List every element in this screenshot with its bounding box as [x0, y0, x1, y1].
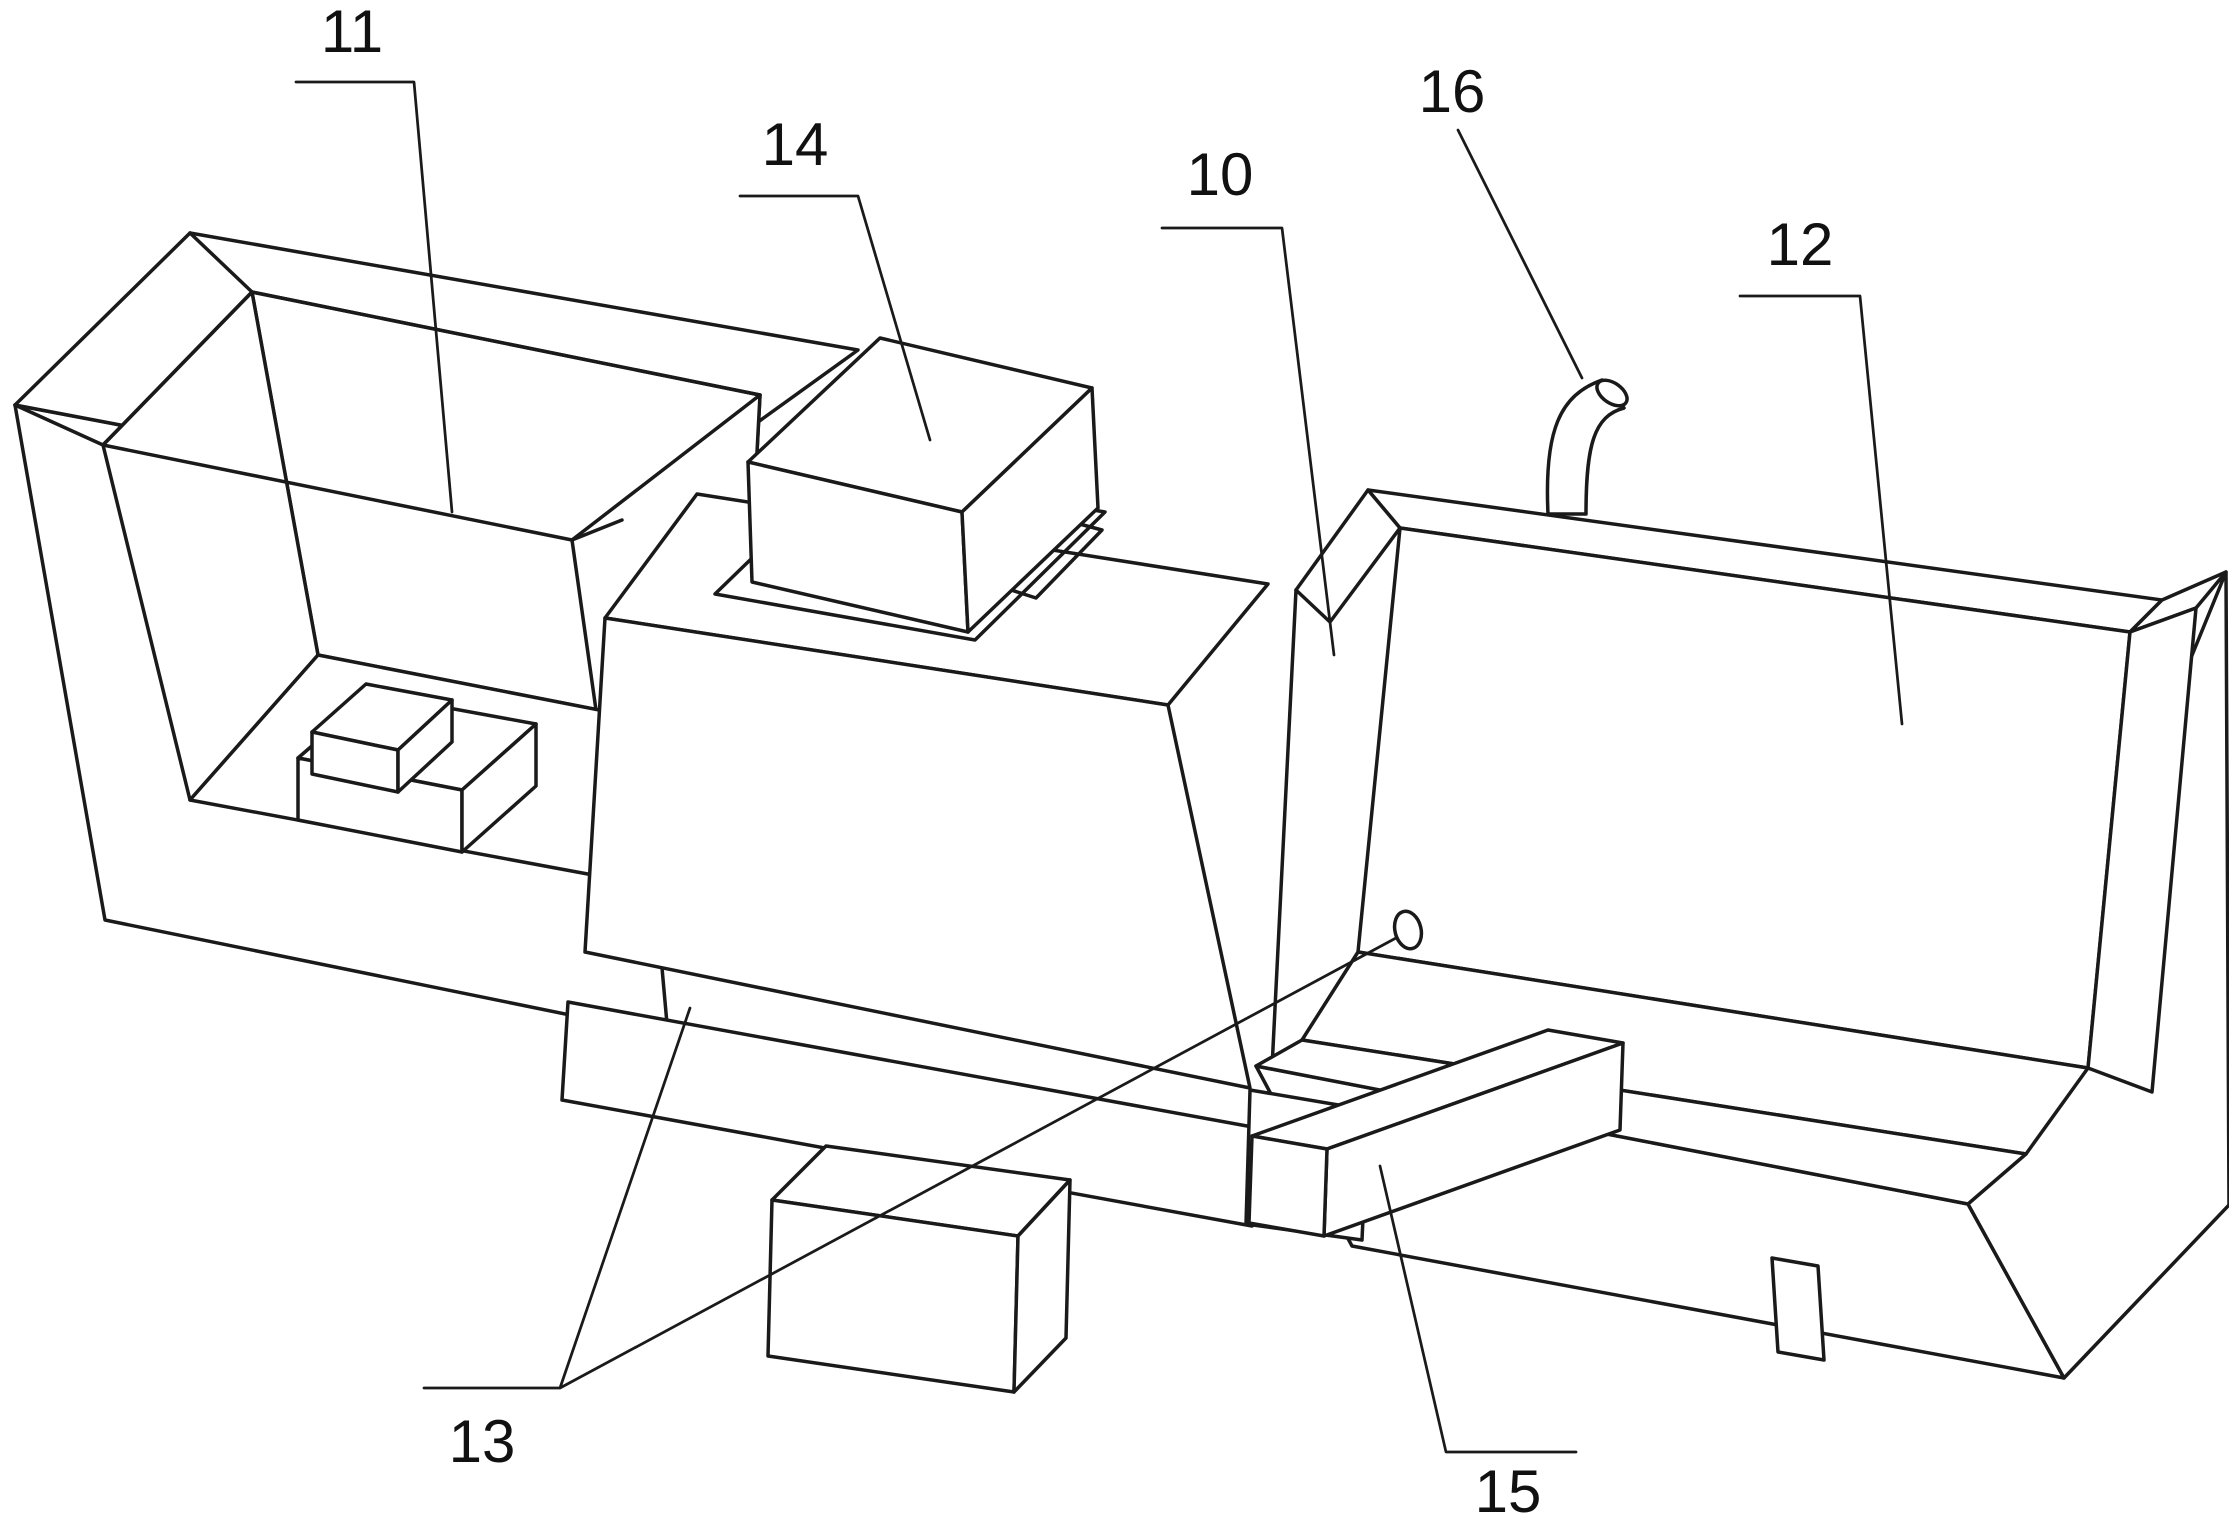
label-16: 16 [1419, 58, 1486, 125]
right-trough-right-wall-inner [2086, 606, 2198, 1094]
leader-14 [738, 194, 932, 442]
pipe-16 [1545, 378, 1629, 516]
label-15: 15 [1475, 1458, 1542, 1525]
pipe-opening [1595, 378, 1629, 408]
leader-lines [294, 80, 1904, 1454]
top-block-14 [746, 336, 1100, 634]
leader-10 [1160, 226, 1336, 657]
bottom-box-right [1012, 1178, 1072, 1394]
leader-13 [422, 936, 1398, 1390]
center-block [583, 336, 1270, 1090]
label-14: 14 [762, 111, 829, 178]
label-10: 10 [1187, 141, 1254, 208]
right-trough-left-wall-edge [1270, 588, 1298, 1070]
leader-11 [294, 80, 454, 514]
bottom-edge-tab [1770, 1256, 1826, 1362]
left-trough-rim-miters [13, 231, 624, 542]
bottom-box-front [766, 1198, 1020, 1394]
label-13: 13 [449, 1408, 516, 1475]
rail-15 [1247, 1028, 1625, 1238]
right-trough-left-rim [1294, 488, 1402, 624]
top-block-right-face [960, 386, 1100, 634]
leader-12 [1738, 294, 1904, 726]
label-11: 11 [321, 0, 383, 65]
bottom-box [766, 1144, 1072, 1394]
label-12: 12 [1767, 211, 1834, 278]
leader-16 [1456, 128, 1584, 380]
rail-end-face [1247, 1134, 1329, 1238]
right-trough [1254, 378, 2229, 1380]
center-block-front-face [583, 616, 1252, 1090]
floor-step-fixture [296, 682, 538, 854]
wall-hole [1392, 909, 1424, 951]
leader-15 [1378, 1164, 1578, 1454]
reference-numerals: 11 14 10 16 12 13 15 [321, 0, 1834, 1525]
